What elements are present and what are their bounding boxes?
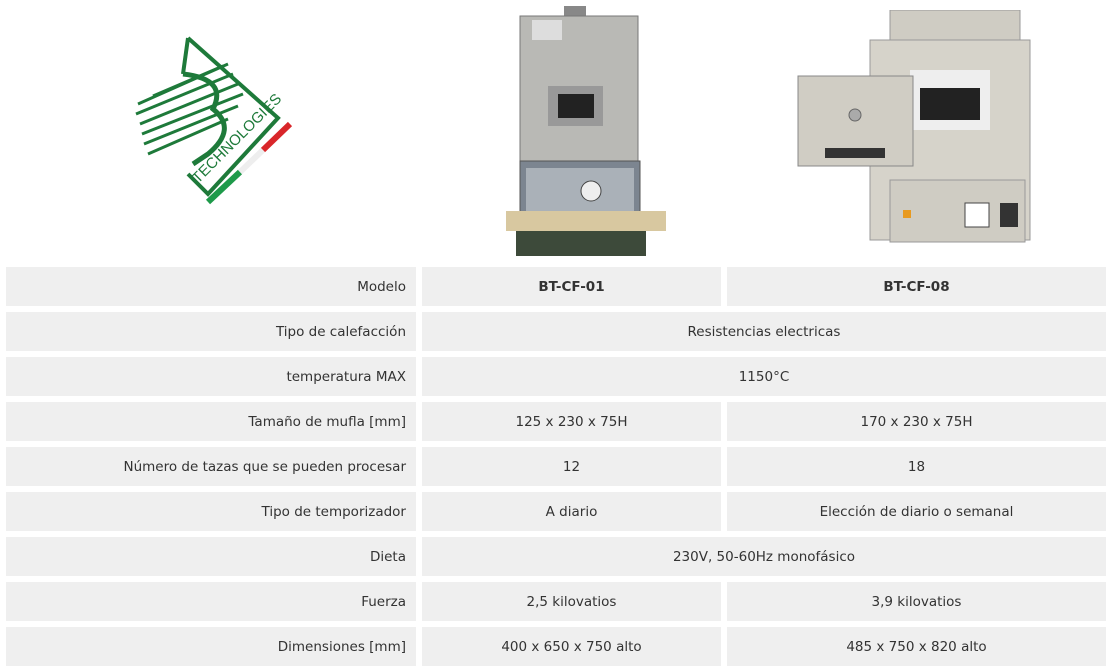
row-value-bt-cf-08: 18 <box>727 447 1106 486</box>
product-image-bt-cf-08 <box>797 10 1031 243</box>
row-value-bt-cf-08: 3,9 kilovatios <box>727 582 1106 621</box>
row-label: Número de tazas que se pueden procesar <box>6 447 416 486</box>
row-value-bt-cf-01: 125 x 230 x 75H <box>422 402 721 441</box>
product-image-bt-cf-01 <box>506 6 666 256</box>
row-label: Dieta <box>6 537 416 576</box>
row-label: Dimensiones [mm] <box>6 627 416 666</box>
row-value-bt-cf-08: BT-CF-08 <box>727 267 1106 306</box>
row-label: Tipo de calefacción <box>6 312 416 351</box>
row-label: temperatura MAX <box>6 357 416 396</box>
row-value-bt-cf-01: A diario <box>422 492 721 531</box>
row-value-bt-cf-01: 12 <box>422 447 721 486</box>
row-label: Tamaño de mufla [mm] <box>6 402 416 441</box>
row-value-bt-cf-08: 485 x 750 x 820 alto <box>727 627 1106 666</box>
row-label: Modelo <box>6 267 416 306</box>
row-value-merged: Resistencias electricas <box>422 312 1106 351</box>
row-label: Tipo de temporizador <box>6 492 416 531</box>
row-value-merged: 1150°C <box>422 357 1106 396</box>
row-value-merged: 230V, 50-60Hz monofásico <box>422 537 1106 576</box>
row-label: Fuerza <box>6 582 416 621</box>
row-value-bt-cf-01: BT-CF-01 <box>422 267 721 306</box>
brand-logo: TECHNOLOGIES <box>135 36 293 205</box>
row-value-bt-cf-08: 170 x 230 x 75H <box>727 402 1106 441</box>
row-value-bt-cf-01: 400 x 650 x 750 alto <box>422 627 721 666</box>
row-value-bt-cf-01: 2,5 kilovatios <box>422 582 721 621</box>
row-value-bt-cf-08: Elección de diario o semanal <box>727 492 1106 531</box>
